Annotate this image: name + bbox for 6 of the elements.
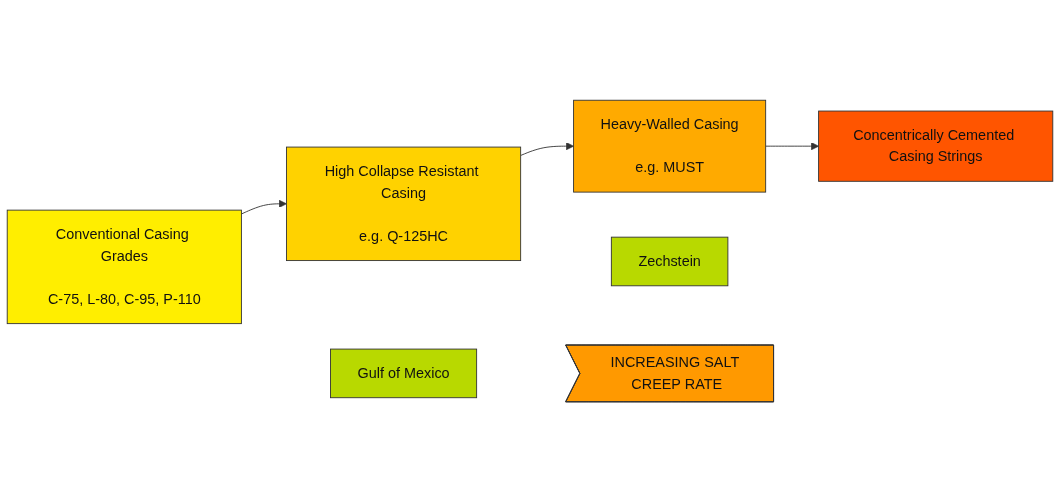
node-box: Heavy-Walled Casing e.g. MUST: [573, 99, 767, 193]
node-box: Conventional Casing Grades C-75, L-80, C-95, P-110: [6, 209, 242, 325]
node-box: Concentrically Cemented Casing Strings: [818, 110, 1054, 182]
node-box: Gulf of Mexico: [330, 348, 478, 399]
node-box: High Collapse Resistant Casing e.g. Q-125HC: [286, 146, 522, 261]
node-box: Zechstein: [610, 236, 729, 287]
